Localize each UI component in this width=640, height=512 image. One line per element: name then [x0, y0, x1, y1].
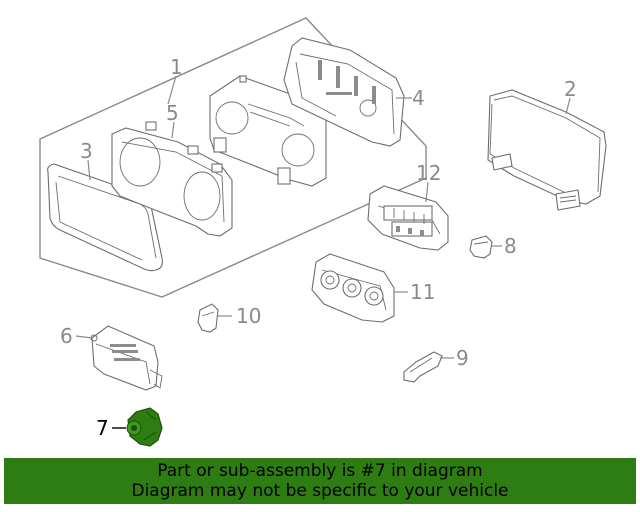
leader-3: [87, 159, 91, 181]
callout-7: 7: [96, 416, 109, 440]
leader-12: [425, 181, 429, 203]
part-10-sensor[interactable]: [197, 303, 219, 333]
banner-line-2: Diagram may not be specific to your vehi…: [131, 481, 509, 501]
banner-line-1: Part or sub-assembly is #7 in diagram: [157, 461, 483, 481]
callout-2: 2: [564, 77, 577, 101]
part-8-switch[interactable]: [469, 235, 493, 259]
callout-3: 3: [80, 139, 93, 163]
assembly-group-outline: [39, 17, 427, 298]
callout-10: 10: [236, 304, 261, 328]
leader-5: [171, 121, 175, 139]
callout-12: 12: [416, 161, 441, 185]
part-6-module[interactable]: [90, 325, 163, 391]
callout-11: 11: [410, 280, 435, 304]
leader-1: [167, 75, 177, 105]
callout-8: 8: [504, 234, 517, 258]
callout-6: 6: [60, 324, 73, 348]
part-4-cluster-case[interactable]: [283, 37, 405, 147]
part-2-display-unit[interactable]: [487, 89, 607, 211]
part-12-control-panel[interactable]: [367, 185, 449, 251]
part-9-bracket[interactable]: [403, 351, 443, 383]
callout-5: 5: [166, 101, 179, 125]
part-7-highlighted[interactable]: [126, 407, 163, 447]
part-11-climate-panel[interactable]: [311, 253, 395, 323]
info-banner: Part or sub-assembly is #7 in diagram Di…: [4, 458, 636, 504]
callout-4: 4: [412, 86, 425, 110]
leader-6: [75, 335, 93, 339]
callout-9: 9: [456, 346, 469, 370]
part-5-cluster-bezel[interactable]: [111, 121, 233, 237]
leader-2: [565, 97, 571, 115]
parts-diagram: 1 2 3 4 5 6 7 8 9 10 11 12: [39, 17, 607, 447]
callout-1: 1: [170, 55, 183, 79]
